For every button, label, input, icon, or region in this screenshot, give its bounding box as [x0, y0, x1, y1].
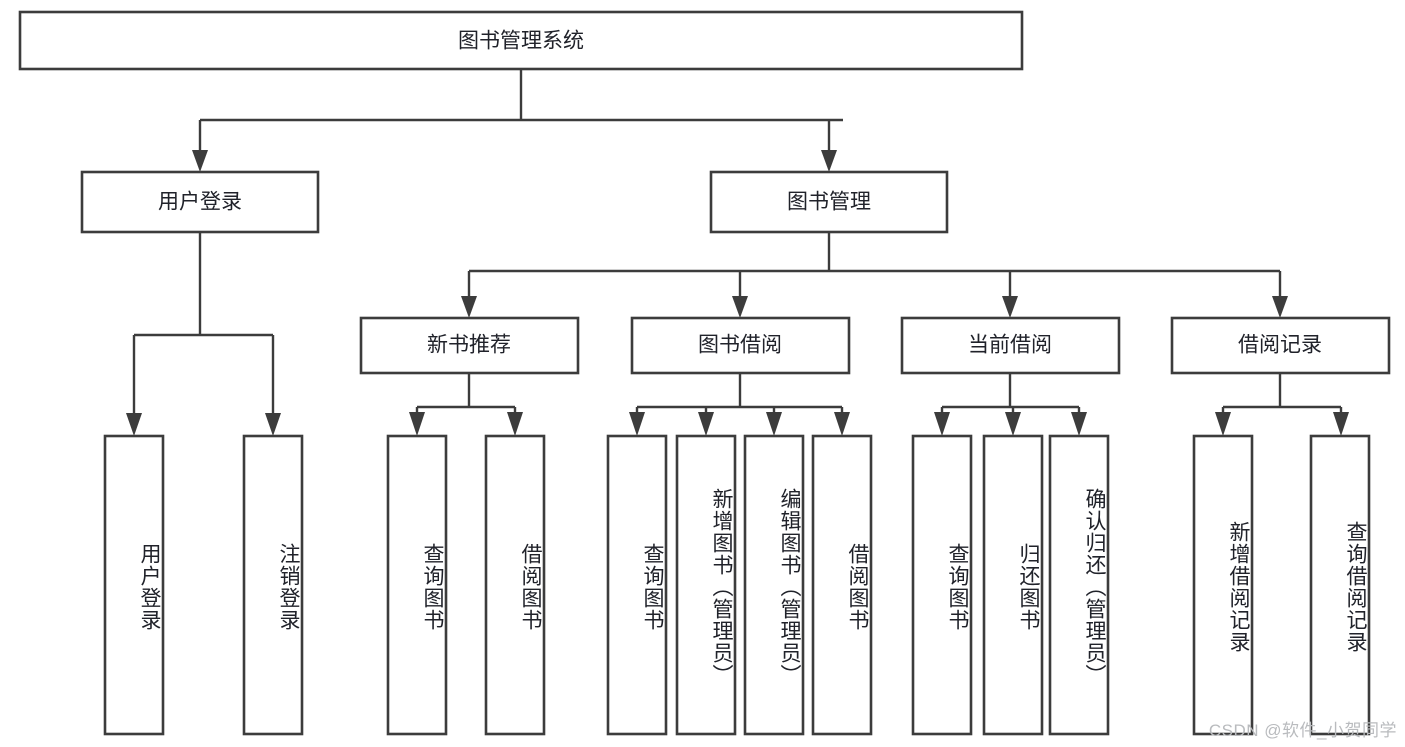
- leaf-add-book-label: 新增图书（管理员）: [710, 488, 733, 686]
- node-book-manage-label: 图书管理: [787, 191, 871, 214]
- leaf-borrow-book-2-rect[interactable]: [811, 434, 873, 736]
- leaf-add-book-rect[interactable]: [675, 434, 737, 736]
- leaf-node-query-book-2[interactable]: 查询图书: [606, 434, 668, 736]
- leaf-user-login-label: 用户登录: [138, 543, 161, 631]
- node-current-borrow-rect[interactable]: [900, 316, 1121, 375]
- leaf-query-book-2-label: 查询图书: [641, 543, 664, 631]
- leaf-borrow-book-2-label: 借阅图书: [846, 543, 869, 631]
- arrow-head-leaf-edit-book: [766, 412, 782, 436]
- leaf-node-borrow-book-1[interactable]: 借阅图书: [484, 434, 546, 736]
- leaf-add-record-label: 新增借阅记录: [1227, 521, 1250, 653]
- leaf-confirm-return-rect[interactable]: [1048, 434, 1110, 736]
- node-book-borrow-rect[interactable]: [630, 316, 851, 375]
- arrow-head-leaf-confirm-return: [1071, 412, 1087, 436]
- leaf-node-user-login[interactable]: 用户登录: [103, 434, 165, 736]
- node-new-book-recommend-rect[interactable]: [359, 316, 580, 375]
- node-new-book-recommend[interactable]: 新书推荐: [359, 316, 580, 375]
- leaf-node-borrow-book-2[interactable]: 借阅图书: [811, 434, 873, 736]
- node-user-login-rect[interactable]: [80, 170, 320, 234]
- leaf-node-confirm-return[interactable]: 确认归还（管理员）: [1048, 434, 1110, 736]
- arrow-head-leaf-logout: [265, 413, 281, 436]
- arrow-head-leaf-add-record: [1215, 412, 1231, 436]
- connector-layer: [126, 69, 1349, 436]
- leaf-node-add-book[interactable]: 新增图书（管理员）: [675, 434, 737, 736]
- leaf-node-query-record[interactable]: 查询借阅记录: [1309, 434, 1371, 736]
- node-current-borrow-label: 当前借阅: [968, 334, 1052, 357]
- leaf-query-book-2-rect[interactable]: [606, 434, 668, 736]
- arrow-head-leaf-query-book-2: [629, 412, 645, 436]
- node-book-manage-rect[interactable]: [709, 170, 949, 234]
- leaf-borrow-book-1-rect[interactable]: [484, 434, 546, 736]
- node-root[interactable]: 图书管理系统: [18, 10, 1024, 71]
- node-user-login[interactable]: 用户登录: [80, 170, 320, 234]
- arrow-head-leaf-query-book-1: [409, 412, 425, 436]
- node-root-rect[interactable]: [18, 10, 1024, 71]
- leaf-logout-label: 注销登录: [277, 543, 300, 631]
- node-current-borrow[interactable]: 当前借阅: [900, 316, 1121, 375]
- arrow-head-leaf-borrow-book-2: [834, 412, 850, 436]
- leaf-query-record-rect[interactable]: [1309, 434, 1371, 736]
- leaf-query-book-1-label: 查询图书: [421, 543, 444, 631]
- leaf-borrow-book-1-label: 借阅图书: [519, 543, 542, 631]
- node-user-login-label: 用户登录: [158, 191, 242, 214]
- leaf-edit-book-rect[interactable]: [743, 434, 805, 736]
- arrow-head-user-login: [192, 150, 208, 172]
- leaf-edit-book-label: 编辑图书（管理员）: [778, 488, 801, 686]
- node-book-manage[interactable]: 图书管理: [709, 170, 949, 234]
- node-root-label: 图书管理系统: [458, 30, 584, 53]
- node-borrow-record-rect[interactable]: [1170, 316, 1391, 375]
- leaf-query-book-3-label: 查询图书: [946, 543, 969, 631]
- node-borrow-record[interactable]: 借阅记录: [1170, 316, 1391, 375]
- leaf-node-query-book-1[interactable]: 查询图书: [386, 434, 448, 736]
- arrow-head-borrow-record: [1272, 296, 1288, 318]
- leaf-node-query-book-3[interactable]: 查询图书: [911, 434, 973, 736]
- arrow-head-new-book-recommend: [461, 296, 477, 318]
- leaf-query-record-label: 查询借阅记录: [1344, 521, 1367, 653]
- node-borrow-record-label: 借阅记录: [1238, 334, 1322, 357]
- arrow-head-leaf-query-record: [1333, 412, 1349, 436]
- arrow-head-book-borrow: [732, 296, 748, 318]
- arrow-head-leaf-return-book: [1005, 412, 1021, 436]
- leaf-add-record-rect[interactable]: [1192, 434, 1254, 736]
- leaf-node-return-book[interactable]: 归还图书: [982, 434, 1044, 736]
- leaf-node-logout[interactable]: 注销登录: [242, 434, 304, 736]
- node-book-borrow[interactable]: 图书借阅: [630, 316, 851, 375]
- arrow-head-leaf-borrow-book-1: [507, 412, 523, 436]
- leaf-logout-rect[interactable]: [242, 434, 304, 736]
- leaf-query-book-1-rect[interactable]: [386, 434, 448, 736]
- leaf-return-book-rect[interactable]: [982, 434, 1044, 736]
- leaf-node-add-record[interactable]: 新增借阅记录: [1192, 434, 1254, 736]
- leaf-confirm-return-label: 确认归还（管理员）: [1083, 488, 1106, 686]
- leaf-query-book-3-rect[interactable]: [911, 434, 973, 736]
- leaf-node-edit-book[interactable]: 编辑图书（管理员）: [743, 434, 805, 736]
- leaf-user-login-rect[interactable]: [103, 434, 165, 736]
- arrow-head-leaf-user-login: [126, 413, 142, 436]
- leaf-return-book-label: 归还图书: [1017, 543, 1040, 631]
- arrow-head-leaf-query-book-3: [934, 412, 950, 436]
- node-book-borrow-label: 图书借阅: [698, 334, 782, 357]
- arrow-head-current-borrow: [1002, 296, 1018, 318]
- node-new-book-recommend-label: 新书推荐: [427, 334, 511, 357]
- arrow-head-book-manage: [821, 150, 837, 172]
- arrow-head-leaf-add-book: [698, 412, 714, 436]
